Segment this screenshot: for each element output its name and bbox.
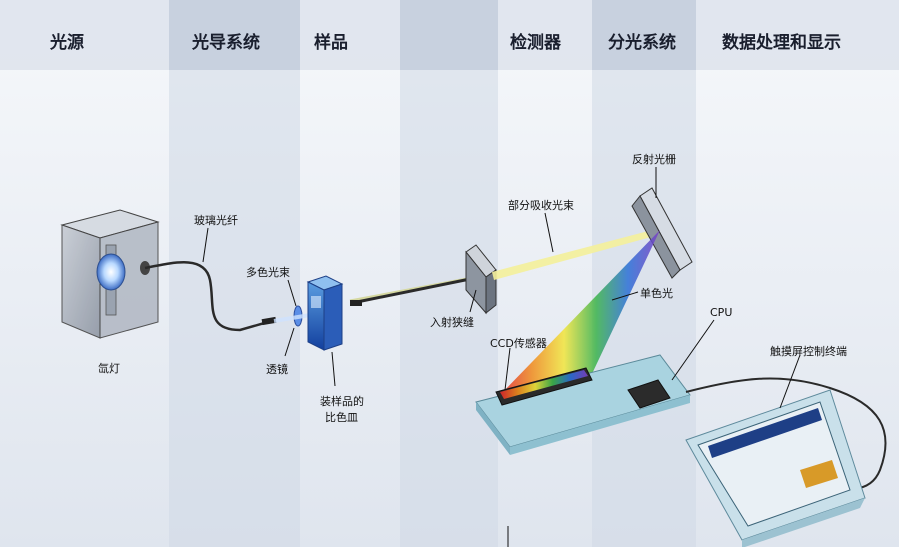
monochromatic-light [500,230,660,395]
partial-absorbed-beam [492,228,662,280]
leader-line [779,354,801,409]
header-stripe [400,0,498,70]
leader-line [469,289,477,313]
glass-fiber [144,261,269,332]
header-light-source: 光源 [50,33,84,53]
leader-line [331,351,336,387]
column-stripe [169,0,300,547]
label-entrance-slit: 入射狭缝 [430,316,474,329]
label-lens: 透镜 [266,363,288,376]
cpu-chip [627,379,671,409]
label-grating: 反射光栅 [632,153,676,166]
leader-line [202,227,209,263]
fiber-2 [351,277,471,305]
header-stripe [592,0,696,70]
leader-line [504,347,511,391]
label-cpu: CPU [710,306,733,319]
header-light-guide: 光导系统 [192,33,260,53]
cuvette [306,275,344,351]
xenon-lamp [60,209,160,339]
leader-line [287,279,297,307]
leader-line [671,319,715,381]
fiber-end [261,316,277,326]
ccd-sensor [495,367,593,406]
header-spectral: 分光系统 [608,33,676,53]
label-cuvette-line1: 装样品的 [320,395,364,408]
label-touch-terminal: 触摸屏控制终端 [770,345,847,358]
entrance-slit [465,244,497,315]
leader-line [284,327,295,357]
header-detector: 检测器 [510,33,561,53]
fiber-end [350,300,362,306]
label-xenon-lamp: 氙灯 [98,362,120,375]
label-cuvette-line2: 比色皿 [325,411,358,424]
touch-screen-terminal [685,389,866,547]
leader-line [611,291,639,301]
label-partial-beam: 部分吸收光束 [508,199,574,212]
circuit-board [475,354,691,455]
column-stripe [592,0,696,547]
terminal-cable [685,377,887,490]
label-monochromatic: 单色光 [640,287,673,300]
label-ccd-sensor: CCD传感器 [490,337,547,350]
label-glass-fiber: 玻璃光纤 [194,214,238,227]
leader-line [544,212,554,253]
label-polychromatic-beam: 多色光束 [246,266,290,279]
header-data: 数据处理和显示 [722,33,841,53]
header-stripe [169,0,300,70]
header-sample: 样品 [314,33,348,53]
